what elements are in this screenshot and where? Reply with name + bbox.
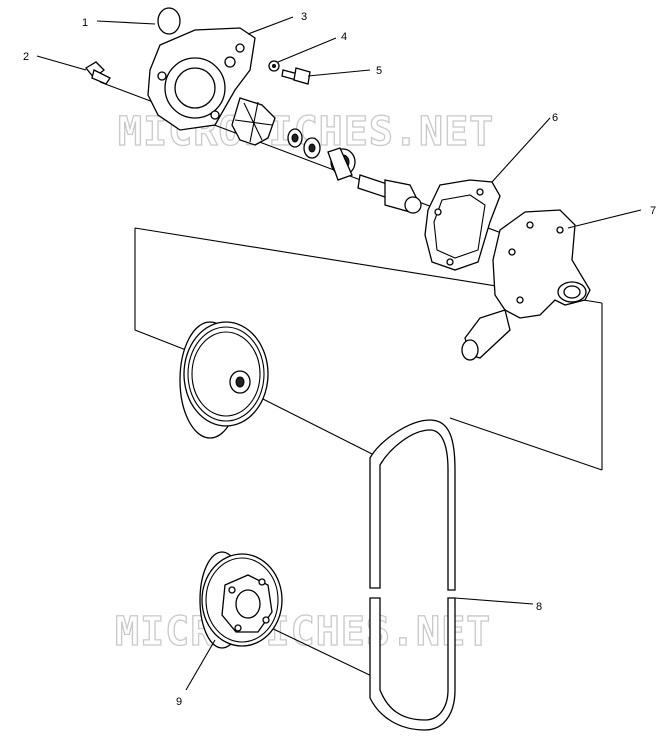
callout-9: 9 bbox=[176, 696, 182, 708]
part-pump-housing bbox=[461, 209, 591, 361]
part-shaft bbox=[357, 174, 422, 214]
part-seal-set bbox=[287, 128, 356, 181]
part-gasket bbox=[424, 179, 501, 271]
part-o-ring bbox=[157, 7, 181, 35]
callout-8: 8 bbox=[536, 601, 542, 613]
callout-labels: 1 2 3 4 5 6 7 8 9 bbox=[23, 11, 656, 708]
callout-leaders bbox=[36, 16, 642, 691]
part-bolt-right bbox=[281, 67, 311, 85]
callout-2: 2 bbox=[23, 51, 29, 63]
callout-3: 3 bbox=[301, 11, 307, 23]
callout-7: 7 bbox=[650, 205, 656, 217]
part-large-pulley bbox=[179, 321, 269, 439]
callout-1: 1 bbox=[82, 17, 88, 29]
callout-4: 4 bbox=[341, 31, 347, 43]
part-small-pulley bbox=[199, 551, 283, 649]
watermark-bottom: MICROFICHES.NET bbox=[115, 609, 491, 655]
part-impeller bbox=[231, 97, 276, 146]
callout-6: 6 bbox=[552, 112, 558, 124]
part-belt bbox=[369, 419, 456, 731]
part-pump-cover bbox=[147, 27, 256, 131]
part-bolt-left bbox=[85, 61, 111, 85]
callout-5: 5 bbox=[376, 65, 382, 77]
part-washer bbox=[268, 60, 280, 72]
